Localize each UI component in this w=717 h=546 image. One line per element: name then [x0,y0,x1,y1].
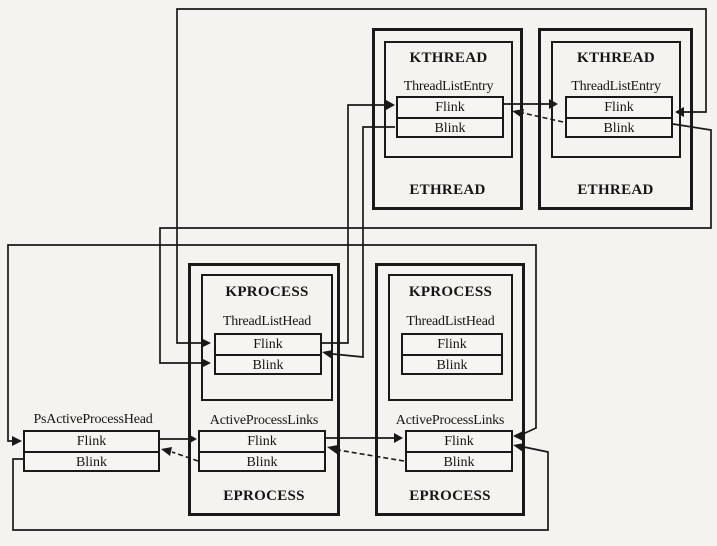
ethread-box-2: KTHREAD ThreadListEntry Flink Blink ETHR… [538,28,693,210]
thread-list-entry-label-1: ThreadListEntry [403,79,494,94]
eprocess-box-1: KPROCESS ThreadListHead Flink Blink Acti… [188,263,340,516]
active-process-links-rows-1: Flink Blink [198,430,326,472]
ps-active-process-head-rows: Flink Blink [23,430,160,472]
kthread-title-2: KTHREAD [577,50,655,66]
blink-cell: Blink [403,354,501,373]
thread-list-head-rows-2: Flink Blink [401,333,503,375]
ethread-box-1: KTHREAD ThreadListEntry Flink Blink ETHR… [372,28,523,210]
blink-cell: Blink [398,117,502,136]
kthread-box-1: KTHREAD ThreadListEntry Flink Blink [384,41,513,158]
blink-cell: Blink [407,451,511,470]
ps-active-process-head-label: PsActiveProcessHead [33,412,153,427]
blink-cell: Blink [200,451,324,470]
kprocess-title-1: KPROCESS [225,284,309,300]
flink-cell: Flink [437,337,467,352]
eprocess-box-2: KPROCESS ThreadListHead Flink Blink Acti… [375,263,525,516]
flink-cell: Flink [435,100,465,115]
blink-cell: Blink [567,117,671,136]
kprocess-box-2: KPROCESS ThreadListHead Flink Blink [388,274,513,401]
flink-cell: Flink [604,100,634,115]
flink-cell: Flink [247,434,277,449]
thread-list-entry-rows-1: Flink Blink [396,96,504,138]
ethread-title-1: ETHREAD [409,182,486,198]
kthread-box-2: KTHREAD ThreadListEntry Flink Blink [551,41,681,158]
thread-list-entry-label-2: ThreadListEntry [571,79,661,94]
thread-list-head-label-2: ThreadListHead [406,314,495,329]
thread-list-head-label-1: ThreadListHead [222,314,312,329]
eprocess-title-1: EPROCESS [223,488,305,504]
flink-cell: Flink [444,434,474,449]
kprocess-title-2: KPROCESS [408,284,493,300]
active-process-links-label-1: ActiveProcessLinks [209,413,319,428]
flink-cell: Flink [253,337,283,352]
ps-active-process-head-group: PsActiveProcessHead Flink Blink [23,412,163,474]
thread-list-entry-rows-2: Flink Blink [565,96,673,138]
active-process-links-label-2: ActiveProcessLinks [395,413,505,428]
blink-cell: Blink [25,451,158,470]
kprocess-box-1: KPROCESS ThreadListHead Flink Blink [201,274,333,401]
ethread-title-2: ETHREAD [577,182,654,198]
eprocess-title-2: EPROCESS [409,488,491,504]
blink-cell: Blink [216,354,320,373]
thread-list-head-rows-1: Flink Blink [214,333,322,375]
kthread-title-1: KTHREAD [409,50,488,66]
flink-cell: Flink [76,434,107,449]
active-process-links-rows-2: Flink Blink [405,430,513,472]
